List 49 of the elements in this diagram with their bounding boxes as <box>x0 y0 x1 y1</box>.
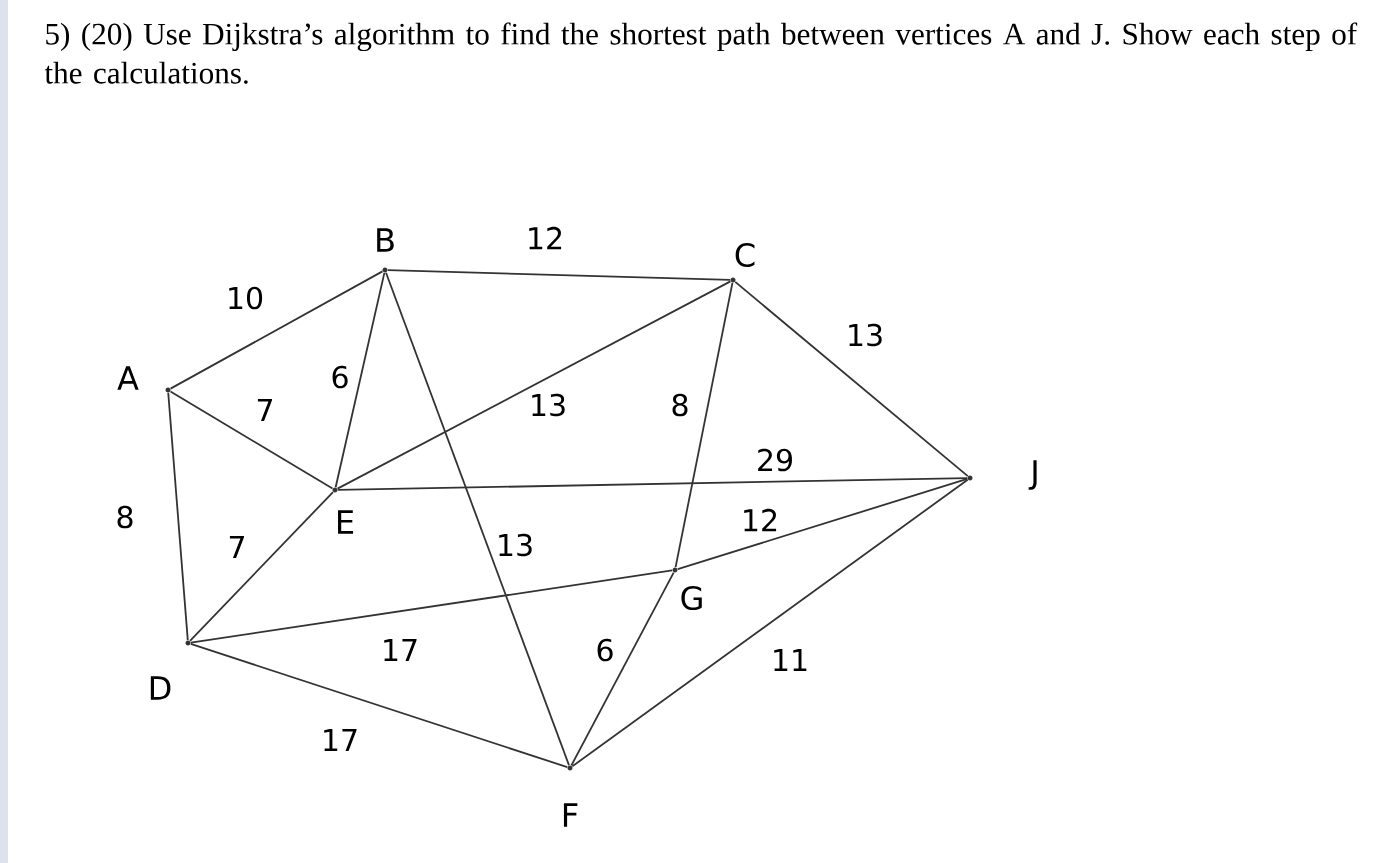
graph-edge <box>169 270 384 390</box>
edge-weight: 12 <box>523 224 567 252</box>
node-label: D <box>150 676 171 700</box>
graph-edge <box>190 569 674 644</box>
vertex: E <box>332 487 354 534</box>
graph-edge <box>169 390 334 490</box>
vertex: C <box>730 242 755 283</box>
node-label: G <box>681 585 702 611</box>
edge-weight: 11 <box>768 647 812 673</box>
edge-weight: 13 <box>843 321 887 349</box>
vertex: B <box>377 228 394 273</box>
node-label: C <box>735 242 755 268</box>
edge-weight: 29 <box>753 446 797 474</box>
edge-weight: 6 <box>328 363 352 391</box>
edge-weight: 7 <box>253 397 277 423</box>
edge-weight: 7 <box>225 534 249 560</box>
graph-edge <box>676 477 969 571</box>
graph-edge <box>334 271 386 489</box>
vertex: G <box>672 567 702 611</box>
edge-weight: 12 <box>738 506 782 534</box>
node-label: B <box>377 228 394 252</box>
vertex: D <box>150 640 191 700</box>
edge-weight: 8 <box>113 503 137 531</box>
edge-weight: 17 <box>378 637 422 663</box>
edge-weight: 13 <box>493 531 537 559</box>
edge-weight: 8 <box>668 391 692 419</box>
node-label: E <box>338 510 354 534</box>
graph-edge <box>337 477 968 491</box>
question-text: 5) (20) Use Dijkstra’s algorithm to find the shortest path between vertices A and J. Show each step of the calculations. <box>44 22 1358 84</box>
vertex: A <box>117 366 171 393</box>
graph-edge <box>571 478 969 768</box>
edge-weight: 13 <box>526 391 570 419</box>
edge-weight: 17 <box>318 727 362 753</box>
vertex: J <box>967 460 1037 490</box>
graph-edge <box>189 491 334 642</box>
graph-edge <box>385 271 570 767</box>
graph-edge <box>189 643 569 768</box>
graph-edge <box>167 392 189 641</box>
graph-edge <box>387 269 731 281</box>
graph-edge <box>734 280 969 478</box>
edge-weight: 10 <box>223 284 267 312</box>
edge-weight: 6 <box>593 636 617 664</box>
graph-edge <box>674 281 734 569</box>
node-label: A <box>117 366 139 390</box>
graph-edge <box>570 571 675 767</box>
graph-edge <box>336 280 732 490</box>
node-label: F <box>563 803 578 827</box>
node-label: J <box>1028 460 1037 490</box>
vertex: F <box>563 765 578 827</box>
